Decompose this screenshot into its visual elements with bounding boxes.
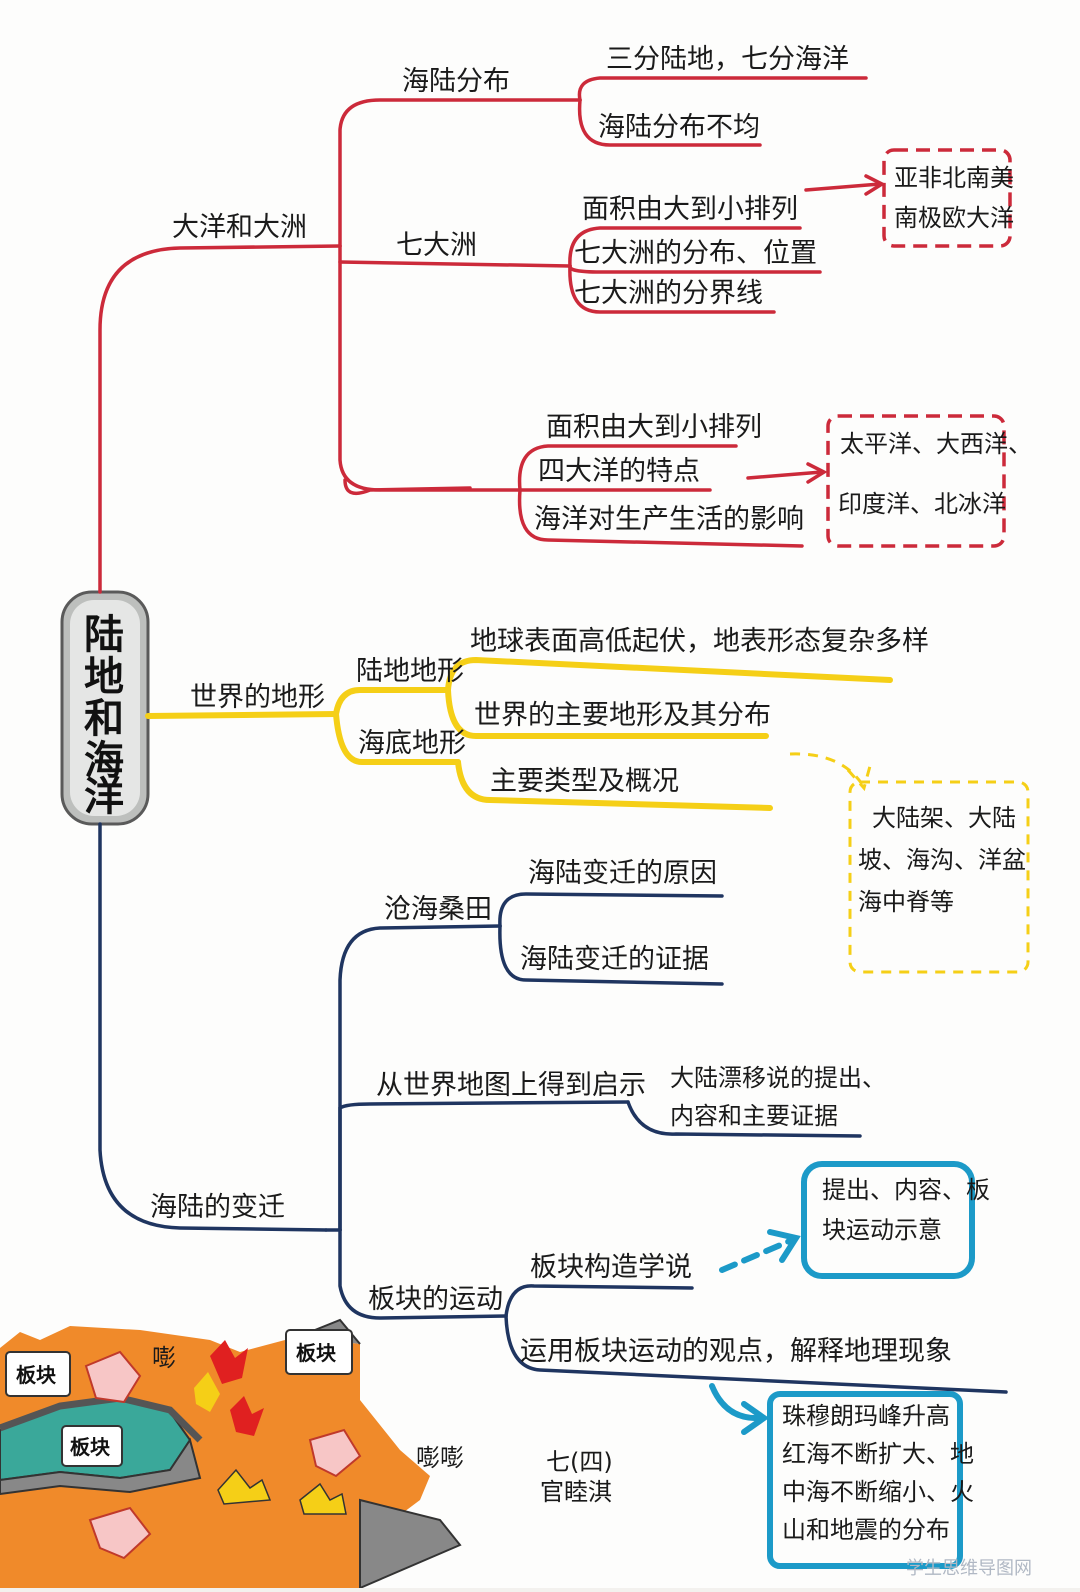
plate-label-2: 板块 bbox=[70, 1435, 111, 1459]
sound-word-2: 嘭嘭 bbox=[416, 1444, 464, 1472]
leaf-uneven-distribution: 海陆分布不均 bbox=[598, 112, 760, 143]
leaf-ocean-impact: 海洋对生产生活的影响 bbox=[534, 504, 804, 535]
central-node: 陆 地 和 海 洋 bbox=[60, 590, 150, 826]
leaf-explain-phenomena: 运用板块运动的观点，解释地理现象 bbox=[520, 1336, 952, 1367]
oceans-note-line1: 太平洋、大西洋、 bbox=[840, 430, 1032, 458]
sub-sea-change-label: 沧海桑田 bbox=[384, 894, 492, 925]
seabed-note-line1: 大陆架、大陆 bbox=[872, 804, 1016, 832]
phenomena-note-line3: 中海不断缩小、火 bbox=[782, 1478, 974, 1506]
sub-seabed-terrain-label: 海底地形 bbox=[358, 728, 466, 759]
yellow-dashed-elements bbox=[789, 752, 1030, 974]
plate-note-line2: 块运动示意 bbox=[822, 1216, 942, 1244]
branch-sea-change-label: 海陆的变迁 bbox=[150, 1192, 285, 1223]
leaf-three-land-seven-sea: 三分陆地，七分海洋 bbox=[606, 44, 849, 75]
oceans-note-line2: 印度洋、北冰洋 bbox=[838, 490, 1006, 518]
continents-note-box bbox=[882, 148, 1012, 248]
sub-plate-movement-label: 板块的运动 bbox=[368, 1284, 503, 1315]
author-name: 官睦淇 bbox=[540, 1478, 612, 1506]
sub-seven-continents-label: 七大洲 bbox=[396, 230, 477, 261]
branch-ocean-continent-label: 大洋和大洲 bbox=[172, 212, 307, 243]
continents-note-line1: 亚非北南美 bbox=[894, 164, 1014, 192]
branch-red-lines bbox=[98, 76, 886, 594]
leaf-continent-boundary: 七大洲的分界线 bbox=[574, 278, 763, 309]
sub-land-terrain-label: 陆地地形 bbox=[356, 656, 464, 687]
plate-label-1: 板块 bbox=[16, 1363, 57, 1387]
seabed-note-box bbox=[848, 780, 1030, 974]
blue-note-elements bbox=[709, 1161, 975, 1569]
sub-map-insight-label: 从世界地图上得到启示 bbox=[376, 1070, 646, 1101]
central-char-4: 海 bbox=[84, 738, 124, 784]
watermark-text: 学生思维导图网 bbox=[906, 1558, 1032, 1579]
plate-illustration: 板块 板块 板块 嘭 嘭嘭 bbox=[0, 1318, 464, 1590]
central-char-1: 陆 bbox=[84, 612, 124, 658]
author-class: 七(四) bbox=[546, 1448, 613, 1476]
continents-note-line2: 南极欧大洋 bbox=[894, 204, 1014, 232]
branch-yellow-lines bbox=[145, 656, 893, 811]
leaf-drift-theory-2: 内容和主要证据 bbox=[670, 1102, 838, 1130]
leaf-continent-area-order: 面积由大到小排列 bbox=[582, 194, 798, 225]
plate-theory-note-box bbox=[801, 1161, 975, 1279]
branch-terrain-label: 世界的地形 bbox=[190, 682, 325, 713]
seabed-note-line2: 坡、海沟、洋盆 bbox=[858, 846, 1026, 874]
leaf-main-landforms: 世界的主要地形及其分布 bbox=[474, 700, 771, 731]
central-char-3: 和 bbox=[84, 696, 124, 742]
leaf-surface-relief: 地球表面高低起伏，地表形态复杂多样 bbox=[470, 626, 929, 657]
branch-navy-lines bbox=[98, 822, 1008, 1394]
plate-label-3: 板块 bbox=[296, 1341, 337, 1365]
phenomena-note-box bbox=[767, 1391, 963, 1569]
leaf-plate-tectonics: 板块构造学说 bbox=[530, 1252, 692, 1283]
phenomena-note-line2: 红海不断扩大、地 bbox=[782, 1440, 974, 1468]
leaf-seabed-types: 主要类型及概况 bbox=[490, 766, 679, 797]
leaf-drift-theory-1: 大陆漂移说的提出、 bbox=[670, 1064, 886, 1092]
seabed-note-line3: 海中脊等 bbox=[858, 888, 954, 916]
red-dashed-boxes bbox=[826, 148, 1012, 548]
leaf-ocean-area-order: 面积由大到小排列 bbox=[546, 412, 762, 443]
sound-word-1: 嘭 bbox=[152, 1344, 176, 1372]
leaf-continent-position: 七大洲的分布、位置 bbox=[574, 238, 817, 269]
leaf-change-causes: 海陆变迁的原因 bbox=[528, 858, 717, 889]
sub-land-sea-label: 海陆分布 bbox=[402, 66, 510, 97]
central-char-2: 地 bbox=[84, 654, 124, 700]
leaf-four-oceans-features: 四大洋的特点 bbox=[538, 456, 700, 487]
phenomena-note-line1: 珠穆朗玛峰升高 bbox=[782, 1402, 950, 1430]
oceans-note-box bbox=[826, 414, 1006, 548]
phenomena-note-line4: 山和地震的分布 bbox=[782, 1516, 950, 1544]
leaf-change-evidence: 海陆变迁的证据 bbox=[520, 944, 709, 975]
plate-note-line1: 提出、内容、板 bbox=[822, 1176, 990, 1204]
central-char-5: 洋 bbox=[84, 774, 124, 820]
